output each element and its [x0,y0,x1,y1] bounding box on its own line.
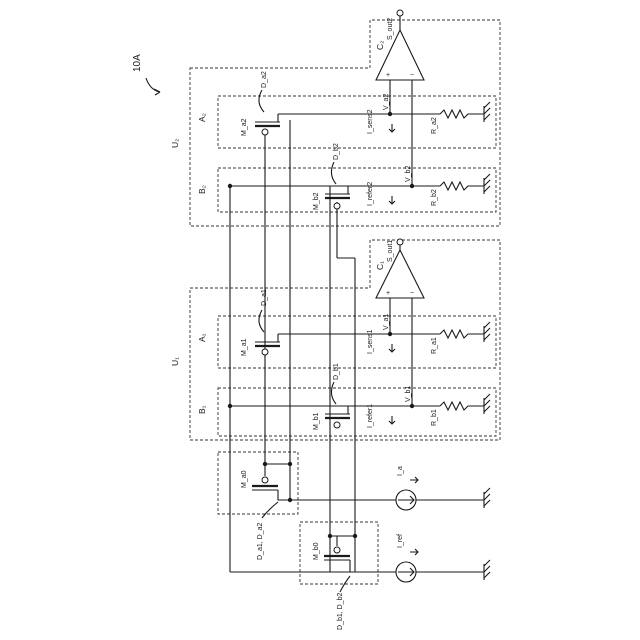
ra2-label: R_a2 [431,117,438,134]
ma2-label: M_a2 [241,118,248,136]
vb2-label: V_b2 [405,166,412,182]
sout2-terminal [397,10,403,16]
db2-label: D_b2 [333,143,340,160]
isens2-label: I_sens2 [367,109,374,134]
ground-b1 [484,394,490,414]
iref1-label: I_refer1 [367,404,374,428]
ma1-label: M_a1 [241,338,248,356]
ground-ia [484,488,490,508]
da1-label: D_a1 [261,289,268,306]
unit-u1-boundary [190,240,500,440]
sout2-label: S_out2 [387,18,394,40]
block-a2-label: A₂ [197,113,207,122]
sout1-label: S_out1 [387,240,394,262]
va2-label: V_a2 [383,94,390,110]
ia-label: I_a [397,466,404,476]
block-b2-label: B₂ [197,185,207,194]
mb0-label: M_b0 [313,542,320,560]
da-pair-label: D_a1, D_a2 [257,523,264,560]
comparator-c2-label: C₂ [375,41,385,50]
figure-ref-arrow [146,78,160,95]
c2-minus-sign: − [410,72,414,79]
db-pair-label: D_b1, D_b2 [337,593,344,630]
isens1-label: I_sens1 [367,329,374,354]
da2-label: D_a2 [261,71,268,88]
ground-iref [484,560,490,580]
unit-u1-label: U₁ [170,357,180,366]
ma0-label: M_a0 [241,470,248,488]
block-a1-label: A₁ [197,333,207,342]
mirror-b0-box [300,522,378,584]
mb2-label: M_b2 [313,192,320,210]
rb2-label: R_b2 [431,189,438,206]
resistor-rb1 [440,402,484,410]
resistor-ra1 [440,330,484,338]
rb1-label: R_b1 [431,409,438,426]
mb1-label: M_b1 [313,412,320,430]
iref2-label: I_refer2 [367,182,374,206]
iref-label: I_ref [397,534,404,548]
resistor-rb2 [440,182,484,190]
block-b1-box [218,388,496,436]
ground-b2 [484,174,490,194]
unit-u2-label: U₂ [170,139,180,148]
resistor-ra2 [440,110,484,118]
comparator-c2-body [376,30,424,80]
block-b1-label: B₁ [197,405,207,414]
db1-label: D_b1 [333,363,340,380]
c2-plus-sign: + [386,72,390,79]
va1-label: V_a1 [383,314,390,330]
vb1-label: V_b1 [405,386,412,402]
comparator-c1-label: C₁ [375,261,385,270]
unit-u2-boundary [190,20,500,226]
block-b2-box [218,168,496,212]
c1-minus-sign: − [410,290,414,297]
figure-ref-label: 10A [132,54,143,72]
ground-a1 [484,322,490,342]
sout1-terminal [397,239,403,245]
ra1-label: R_a1 [431,337,438,354]
c1-plus-sign: + [386,290,390,297]
ground-a2 [484,102,490,122]
comparator-c1-body [376,250,424,298]
